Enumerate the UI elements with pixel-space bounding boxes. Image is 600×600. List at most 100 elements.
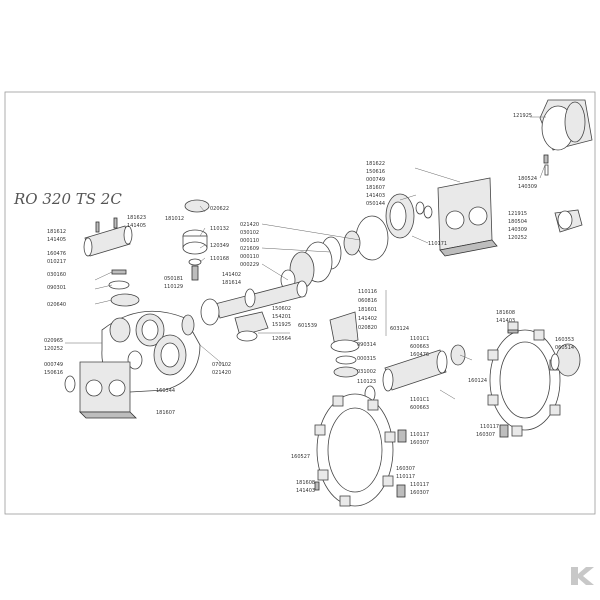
leader-lines <box>65 116 546 400</box>
label-021609: 021609 <box>240 246 259 252</box>
end-cap <box>550 343 581 377</box>
cone-cover <box>539 99 593 151</box>
label-021420b: 021420 <box>212 370 231 376</box>
label-030160: 030160 <box>47 272 66 278</box>
label-020820: 020820 <box>358 325 377 331</box>
label-1101C1b: 1101C1 <box>410 397 429 403</box>
crown-lower <box>314 393 396 507</box>
label-110117b: 110117 <box>410 432 429 438</box>
ring-stack <box>280 215 389 291</box>
label-160124: 160124 <box>468 378 487 384</box>
label-060816: 060816 <box>358 298 377 304</box>
drawing-frame <box>4 91 596 515</box>
label-181601: 181601 <box>358 307 377 313</box>
bolt-crown-right <box>507 329 519 334</box>
label-150616b: 150616 <box>44 370 63 376</box>
label-141403: 141403 <box>366 193 385 199</box>
left-clips <box>64 375 76 393</box>
label-603124: 603124 <box>390 326 409 332</box>
label-141405: 141405 <box>47 237 66 243</box>
label-000749: 000749 <box>366 177 385 183</box>
label-140309: 140309 <box>518 184 537 190</box>
label-140309b: 140309 <box>508 227 527 233</box>
label-110117d: 110117 <box>396 474 415 480</box>
label-070102: 070102 <box>212 362 231 368</box>
left-spring <box>108 269 130 290</box>
label-160307b: 160307 <box>410 440 429 446</box>
left-diaphragm <box>110 293 140 307</box>
label-110171: 110171 <box>428 241 447 247</box>
label-090314: 090314 <box>357 342 376 348</box>
label-600663: 600663 <box>410 344 429 350</box>
label-121915: 121915 <box>508 211 527 217</box>
label-090301: 090301 <box>47 285 66 291</box>
bolt-top-right <box>543 154 549 176</box>
label-030102: 030102 <box>240 230 259 236</box>
label-110117c: 110117 <box>410 482 429 488</box>
diagram-title: RO 320 TS 2C <box>13 190 122 208</box>
brand-logo <box>571 567 594 585</box>
label-120564: 120564 <box>272 336 291 342</box>
label-180524: 180524 <box>518 176 537 182</box>
label-160527: 160527 <box>291 454 310 460</box>
label-160344: 160344 <box>156 388 175 394</box>
label-141402: 141402 <box>222 272 241 278</box>
delivery-pipe <box>364 344 466 403</box>
label-031002: 031002 <box>357 369 376 375</box>
label-000110: 000110 <box>240 238 259 244</box>
label-141403c: 141403 <box>296 488 315 494</box>
label-020965: 020965 <box>44 338 63 344</box>
label-120349: 120349 <box>210 243 229 249</box>
label-050181: 050181 <box>164 276 183 282</box>
center-valve <box>329 311 360 378</box>
label-600663b: 600663 <box>410 405 429 411</box>
bracket-plate-left <box>79 361 137 419</box>
label-181607: 181607 <box>366 185 385 191</box>
label-160307c: 160307 <box>410 490 429 496</box>
label-060514: 060514 <box>555 345 574 351</box>
small-fittings <box>314 424 509 498</box>
label-120252: 120252 <box>508 235 527 241</box>
connecting-rod <box>234 311 269 342</box>
label-020622: 020622 <box>210 206 229 212</box>
left-valve <box>83 217 133 257</box>
label-150616: 150616 <box>366 169 385 175</box>
small-cap <box>554 209 583 233</box>
label-160476: 160476 <box>47 251 66 257</box>
label-151925: 151925 <box>272 322 291 328</box>
flange-cover <box>385 193 433 239</box>
label-110132: 110132 <box>210 226 229 232</box>
label-181012: 181012 <box>165 216 184 222</box>
label-010217: 010217 <box>47 259 66 265</box>
bearing-rings <box>181 298 220 336</box>
label-160307d: 160307 <box>396 466 415 472</box>
label-181612: 181612 <box>47 229 66 235</box>
label-050144: 050144 <box>366 201 385 207</box>
label-150602: 150602 <box>272 306 291 312</box>
label-110117: 110117 <box>480 424 499 430</box>
label-110116: 110116 <box>358 289 377 295</box>
label-181607b: 181607 <box>156 410 175 416</box>
label-601539: 601539 <box>298 323 317 329</box>
label-110129: 110129 <box>164 284 183 290</box>
label-160476b: 160476 <box>410 352 429 358</box>
label-141403b: 141403 <box>496 318 515 324</box>
label-020640: 020640 <box>47 302 66 308</box>
label-000229: 000229 <box>240 262 259 268</box>
label-154201: 154201 <box>272 314 291 320</box>
crown-right <box>487 321 561 437</box>
label-180504: 180504 <box>508 219 527 225</box>
top-piston <box>182 199 210 281</box>
label-000315: 000315 <box>357 356 376 362</box>
label-181623: 181623 <box>127 215 146 221</box>
label-110168: 110168 <box>210 256 229 262</box>
label-000110b: 000110 <box>240 254 259 260</box>
label-121925: 121925 <box>513 113 532 119</box>
label-000749b: 000749 <box>44 362 63 368</box>
label-181622: 181622 <box>366 161 385 167</box>
label-1101C1: 1101C1 <box>410 336 429 342</box>
label-021420: 021420 <box>240 222 259 228</box>
label-110123: 110123 <box>357 379 376 385</box>
bracket-plate-right <box>437 177 498 257</box>
